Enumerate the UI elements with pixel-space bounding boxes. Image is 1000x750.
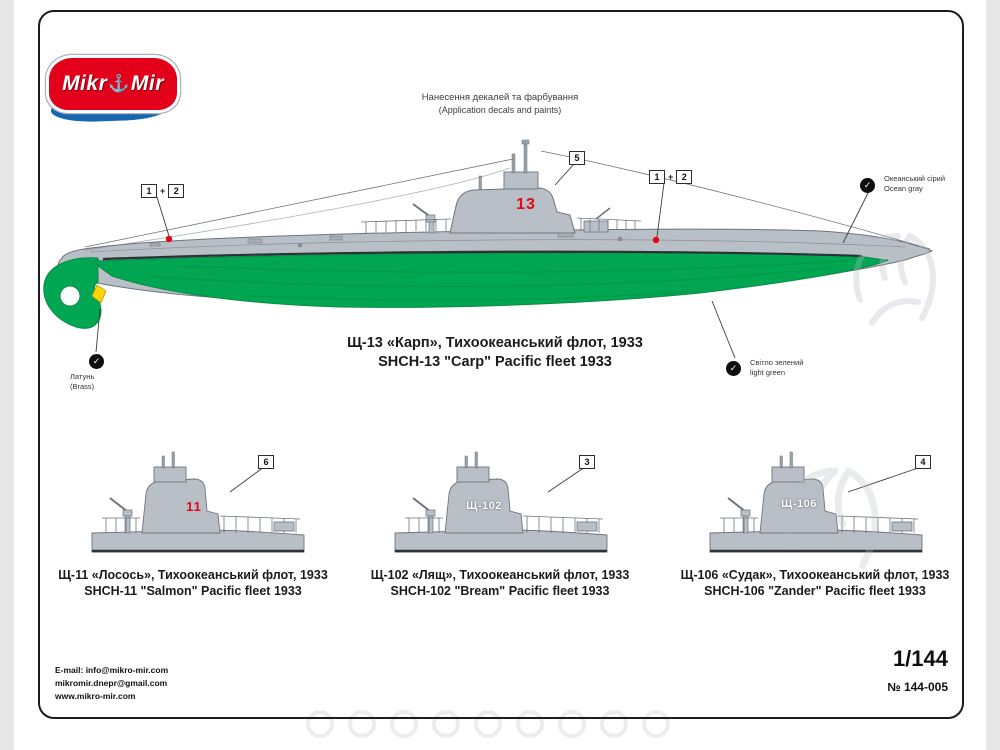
- paint-name-uk: Океанський сірий: [884, 174, 946, 183]
- deck-gun-forward: [412, 203, 436, 234]
- hull-number-shch102: Щ-102: [466, 500, 502, 512]
- decal-callout-3: 3: [579, 455, 595, 469]
- main-caption-uk: Щ-13 «Карп», Тихоокеанський флот, 1933: [347, 335, 643, 351]
- mikromir-logo: Mikr⚓Mir: [46, 55, 180, 124]
- decal-callout-1-2-right: 1 + 2: [649, 170, 693, 184]
- variant-caption-shch102: Щ-102 «Лящ», Тихоокеанський флот, 1933 S…: [335, 567, 665, 600]
- anchor-icon: ⚓: [108, 74, 130, 93]
- leader-lines: [95, 162, 922, 493]
- variant-caption-shch11: Щ-11 «Лосось», Тихоокеанський флот, 1933…: [28, 567, 358, 600]
- paint-name-en: light green: [750, 368, 786, 378]
- paint-label-brass: Латунь (Brass): [70, 372, 130, 392]
- decal-number-box: 1: [649, 170, 665, 184]
- contact-website: www.mikro-mir.com: [55, 691, 136, 702]
- paint-label-light-green: Світло зелений light green: [750, 358, 830, 378]
- paint-name-uk: Світло зелений: [750, 358, 804, 367]
- logo-body: Mikr⚓Mir: [46, 55, 180, 113]
- logo-text-mir: Mir: [130, 72, 164, 95]
- variant-caption-en: SHCH-102 "Bream" Pacific fleet 1933: [390, 584, 610, 599]
- sheet-title-uk: Нанесення декалей та фарбування: [421, 92, 579, 103]
- hull-number-shch106: Щ-106: [781, 498, 817, 510]
- plus-sign: +: [668, 172, 674, 182]
- check-icon: ✓: [92, 356, 101, 366]
- paint-name-uk: Латунь: [70, 372, 95, 381]
- check-icon: ✓: [863, 180, 872, 190]
- paint-dot-ocean-gray: ✓: [860, 178, 875, 193]
- decal-callout-6: 6: [258, 455, 274, 469]
- variant-caption-en: SHCH-11 "Salmon" Pacific fleet 1933: [84, 584, 302, 599]
- variant-caption-uk: Щ-11 «Лосось», Тихоокеанський флот, 1933: [58, 568, 328, 582]
- deck-details: [149, 232, 623, 248]
- paint-name-en: (Brass): [70, 382, 95, 392]
- contact-email-2: mikromir.dnepr@gmail.com: [55, 678, 168, 689]
- watermark-claw-lower: [783, 467, 879, 569]
- decal-callout-4: 4: [915, 455, 931, 469]
- paper-sheet: [14, 0, 986, 750]
- conning-tower: [449, 139, 576, 234]
- paint-dot-brass: ✓: [89, 354, 104, 369]
- decal-number-box: 2: [676, 170, 693, 184]
- scale-mark: 1/144: [892, 646, 948, 671]
- paint-name-en: Ocean gray: [884, 184, 923, 194]
- variant-caption-en: SHCH-106 "Zander" Pacific fleet 1933: [704, 584, 926, 599]
- paint-label-ocean-gray: Океанський сірий Ocean gray: [884, 174, 960, 194]
- decal-callout-1-2-left: 1 + 2: [141, 184, 185, 198]
- paint-dot-light-green: ✓: [726, 361, 741, 376]
- main-caption-en: SHCH-13 "Carp" Pacific fleet 1933: [378, 353, 612, 370]
- contact-info: E-mail: info@mikro-mir.com mikromir.dnep…: [55, 664, 168, 704]
- waterline: [102, 250, 863, 261]
- hull-number-11: 11: [186, 499, 202, 514]
- check-icon: ✓: [729, 363, 738, 373]
- watermark-claw-upper: [853, 233, 936, 326]
- brass-propeller: [91, 284, 107, 304]
- watermark-bottom-row: [306, 710, 670, 738]
- sheet-title-en: (Application decals and paints): [438, 105, 562, 115]
- hull-green: [94, 252, 889, 308]
- main-caption: Щ-13 «Карп», Тихоокеанський флот, 1933 S…: [270, 334, 720, 371]
- variant-caption-shch106: Щ-106 «Судак», Тихоокеанський флот, 1933…: [650, 567, 980, 600]
- logo-text-mikr: Mikr: [62, 72, 108, 95]
- decal-callout-5: 5: [569, 151, 585, 165]
- plus-sign: +: [160, 186, 166, 196]
- variant-caption-uk: Щ-102 «Лящ», Тихоокеанський флот, 1933: [370, 568, 630, 582]
- sheet-title: Нанесення декалей та фарбування (Applica…: [320, 92, 680, 115]
- hull-number-13: 13: [516, 196, 536, 213]
- contact-email-1: E-mail: info@mikro-mir.com: [55, 665, 169, 675]
- main-hull-group: [43, 139, 934, 329]
- deck-structure-aft: [583, 207, 611, 233]
- variant-caption-uk: Щ-106 «Судак», Тихоокеанський флот, 1933: [680, 568, 950, 582]
- deck-railings: [360, 217, 642, 233]
- decal-number-box: 1: [141, 184, 157, 198]
- kit-number: № 144-005: [887, 680, 948, 694]
- decal-dot-right: [652, 236, 660, 244]
- decal-dot-left: [165, 235, 173, 243]
- decal-number-box: 2: [168, 184, 185, 198]
